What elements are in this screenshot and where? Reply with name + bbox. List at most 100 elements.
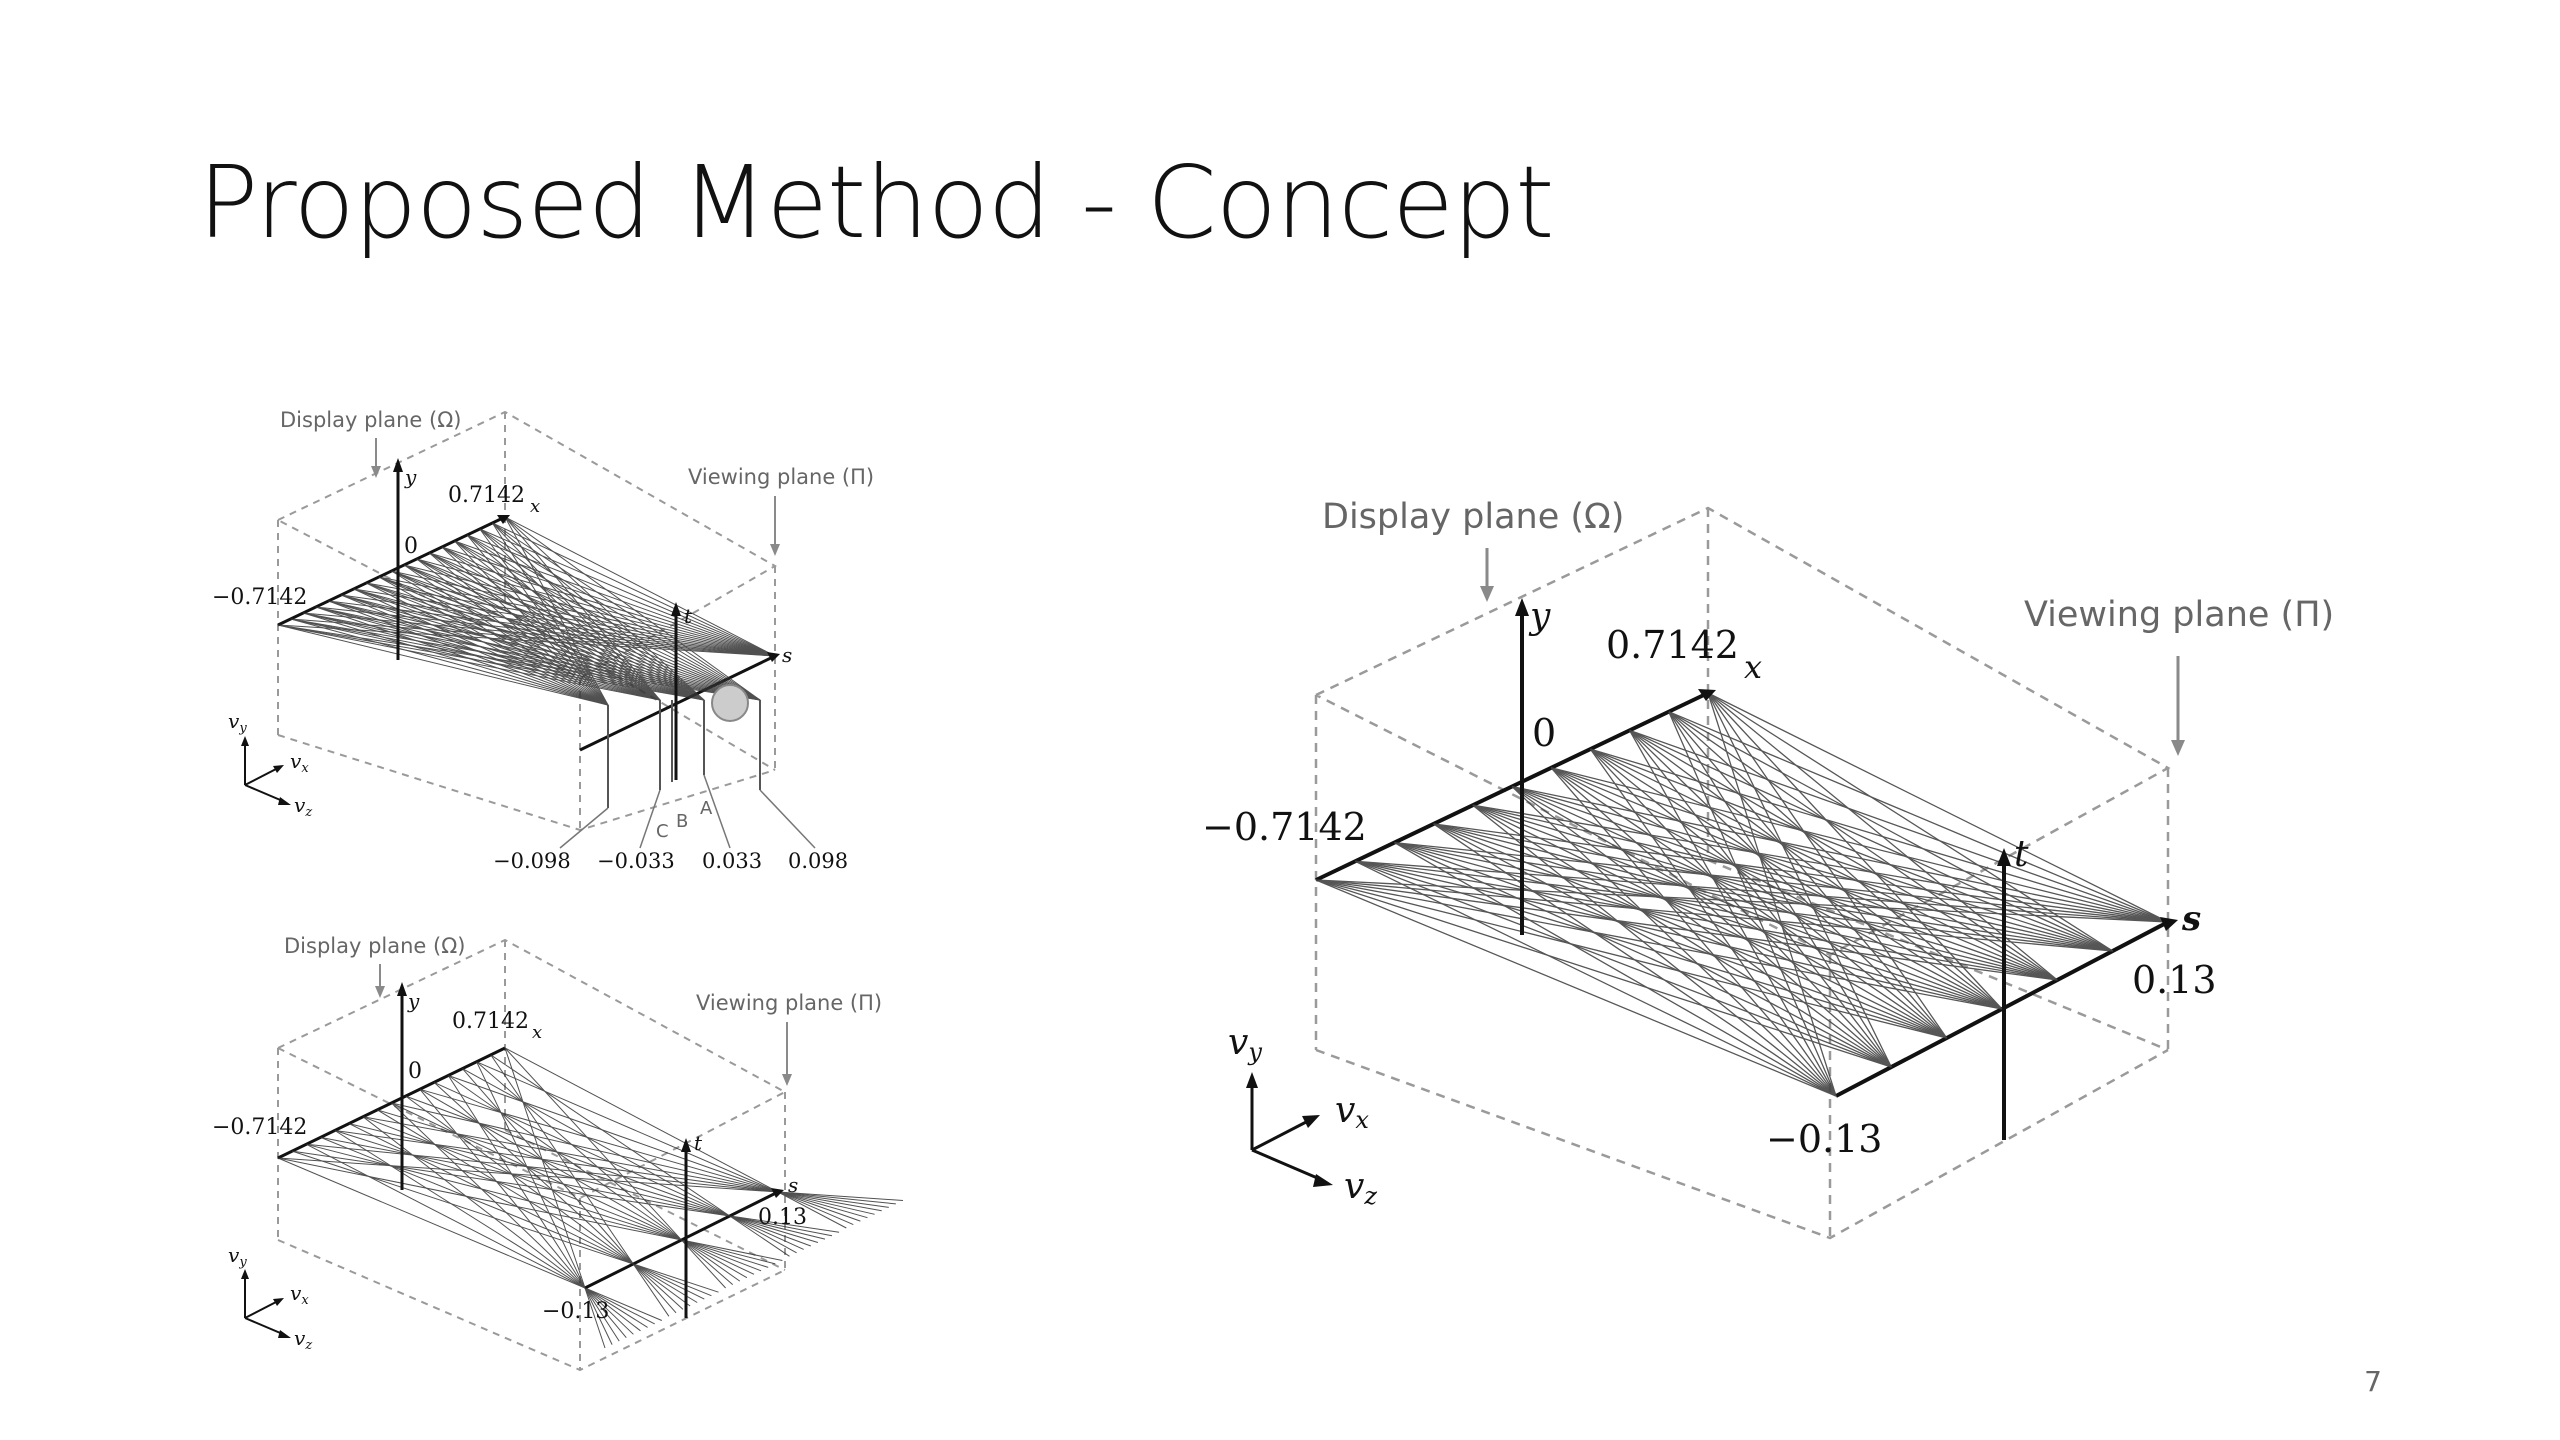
label-s-min-bottom-left: −0.13 — [542, 1299, 609, 1324]
ray-line — [391, 1102, 875, 1215]
ray-line — [1550, 767, 1948, 1039]
ray-line — [504, 516, 609, 706]
label-t-bottom-left: t — [694, 1131, 703, 1155]
ray-line — [334, 1130, 648, 1328]
velocity-axes-bottom-left — [241, 1269, 291, 1338]
ray-line — [1511, 785, 2113, 952]
ray-line — [1589, 748, 1837, 1097]
ray-line — [1315, 879, 1892, 1068]
ray-line — [1707, 692, 1892, 1068]
ray-line — [504, 516, 661, 701]
ray-line — [1550, 767, 2058, 981]
label-vx-sub-bottom-left: x — [301, 1293, 309, 1308]
ray-line — [490, 1054, 670, 1317]
ray-line — [476, 1061, 854, 1226]
ray-line — [466, 534, 661, 701]
ray-line — [1354, 860, 1892, 1068]
ray-line — [1668, 711, 1892, 1068]
label-small-s-0: −0.098 — [493, 849, 571, 873]
ray-line — [462, 1068, 797, 1254]
ray-line — [315, 606, 609, 706]
ray-line — [492, 522, 661, 701]
ray-line — [353, 588, 609, 706]
ray-line — [1589, 748, 1948, 1039]
ray-line — [479, 528, 705, 701]
ray-line — [334, 1130, 769, 1268]
axis-x-arrow-right — [1698, 689, 1716, 701]
ray-line — [1668, 711, 2058, 981]
ray-line — [454, 540, 705, 701]
axis-t-bottom-left — [681, 1138, 691, 1318]
ray-line — [366, 582, 661, 701]
label-origin-right: 0 — [1532, 711, 1556, 755]
label-vy-top-left: v — [228, 709, 240, 733]
ray-line — [405, 1095, 691, 1307]
ray-line — [1550, 767, 1837, 1097]
ray-line — [1511, 785, 2003, 1010]
leader-lines-top-left — [559, 774, 816, 849]
ray-line — [1394, 842, 1837, 1097]
ray-line — [290, 618, 609, 706]
ray-line — [441, 546, 705, 701]
ray-line — [1472, 804, 1837, 1097]
ray-line — [290, 618, 661, 701]
axis-t-top-left — [671, 602, 681, 780]
ray-line — [378, 576, 661, 701]
label-point-c: C — [656, 821, 669, 842]
ray-line — [466, 534, 609, 706]
ray-line — [362, 1116, 762, 1272]
ray-line — [403, 564, 776, 657]
ray-line — [1707, 692, 2114, 952]
ray-line — [479, 528, 661, 701]
ray-line — [1433, 823, 1837, 1097]
ray-line — [306, 1143, 655, 1325]
svg-text:vz: vz — [294, 793, 312, 820]
ray-line — [1472, 804, 2003, 1010]
ray-line — [320, 1136, 833, 1237]
ray-line — [1550, 767, 2003, 1010]
ray-line — [476, 1061, 613, 1345]
ray-line — [328, 600, 609, 706]
ray-line — [1433, 823, 2113, 952]
label-vy-sub-top-left: y — [238, 721, 247, 736]
ray-line — [416, 558, 609, 706]
ray-line — [328, 600, 661, 701]
ray-line — [1472, 804, 2169, 923]
ray-line — [1433, 823, 1947, 1039]
ray-line — [492, 522, 776, 657]
ray-line — [391, 570, 761, 701]
ray-line — [1707, 692, 2003, 1010]
ray-line — [366, 582, 705, 701]
label-vx-right: v — [1335, 1090, 1355, 1131]
label-x-max-bottom-left: 0.7142 — [452, 1009, 529, 1034]
svg-text:vx: vx — [290, 749, 309, 776]
ray-line — [1668, 711, 1837, 1097]
axis-s-arrow-bottom-left — [771, 1188, 784, 1198]
velocity-axes-right — [1246, 1072, 1333, 1187]
label-point-b: B — [676, 811, 688, 832]
slide-title: Proposed Method - Concept — [198, 144, 1554, 261]
svg-text:vz: vz — [1344, 1166, 1377, 1210]
svg-text:vx: vx — [290, 1281, 309, 1308]
label-x-min-top-left: −0.7142 — [212, 585, 307, 610]
ray-line — [348, 1123, 705, 1300]
ray-line — [416, 558, 761, 701]
ray-line — [1550, 767, 1892, 1068]
ray-line — [378, 576, 761, 701]
ray-line — [1472, 804, 1947, 1039]
label-vz-sub-bottom-left: z — [304, 1338, 312, 1353]
ray-line — [1629, 730, 1892, 1068]
label-s-max-bottom-left: 0.13 — [758, 1205, 807, 1230]
label-vz-top-left: v — [294, 793, 306, 817]
label-vy-bottom-left: v — [228, 1243, 240, 1267]
label-origin-top-left: 0 — [404, 534, 418, 559]
ray-line — [504, 516, 761, 701]
ray-line — [1472, 804, 2113, 952]
label-small-s-3: 0.098 — [788, 849, 848, 873]
svg-text:vy: vy — [228, 709, 247, 736]
ray-line — [1433, 823, 2058, 981]
label-small-s-2: 0.033 — [702, 849, 762, 873]
label-origin-bottom-left: 0 — [408, 1059, 422, 1084]
ray-line — [462, 1068, 677, 1314]
